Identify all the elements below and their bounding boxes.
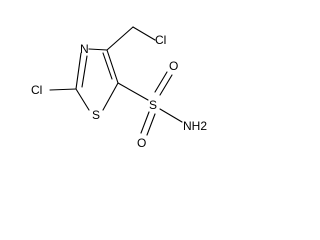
atom-cl-left: Cl	[31, 83, 42, 97]
bond-n3-c2	[75, 52, 82, 90]
atom-o-top: O	[169, 59, 178, 73]
bond-s-o-top-1	[154, 71, 168, 93]
bond-s-n	[159, 108, 183, 123]
atom-s-sulfonyl: S	[149, 98, 157, 112]
bond-c5-c4	[106, 49, 119, 84]
bond-n3-c2-inner	[81, 55, 88, 88]
bond-c2-s1	[75, 88, 90, 111]
atom-s-ring: S	[92, 108, 100, 122]
bond-s-o-top-2	[159, 74, 173, 96]
bond-c5-s	[117, 82, 149, 101]
atom-nh2: NH2	[183, 119, 207, 133]
bond-c4-n3	[88, 48, 108, 51]
atom-o-bottom: O	[137, 136, 146, 150]
molecule-diagram: Cl N S Cl S O O NH2	[31, 26, 207, 150]
structure-canvas: Cl N S Cl S O O NH2	[31, 26, 208, 150]
bond-ch2-cl	[132, 26, 156, 41]
atom-cl-right: Cl	[155, 33, 166, 47]
atom-n-ring: N	[80, 42, 89, 56]
bond-c2-cl	[49, 88, 77, 91]
bond-s-o-bottom-1	[140, 111, 150, 134]
bond-c4-ch2	[106, 26, 134, 51]
bond-s1-c5	[102, 82, 119, 111]
bond-s-o-bottom-2	[146, 113, 156, 136]
bond-c5-c4-inner	[102, 52, 113, 80]
